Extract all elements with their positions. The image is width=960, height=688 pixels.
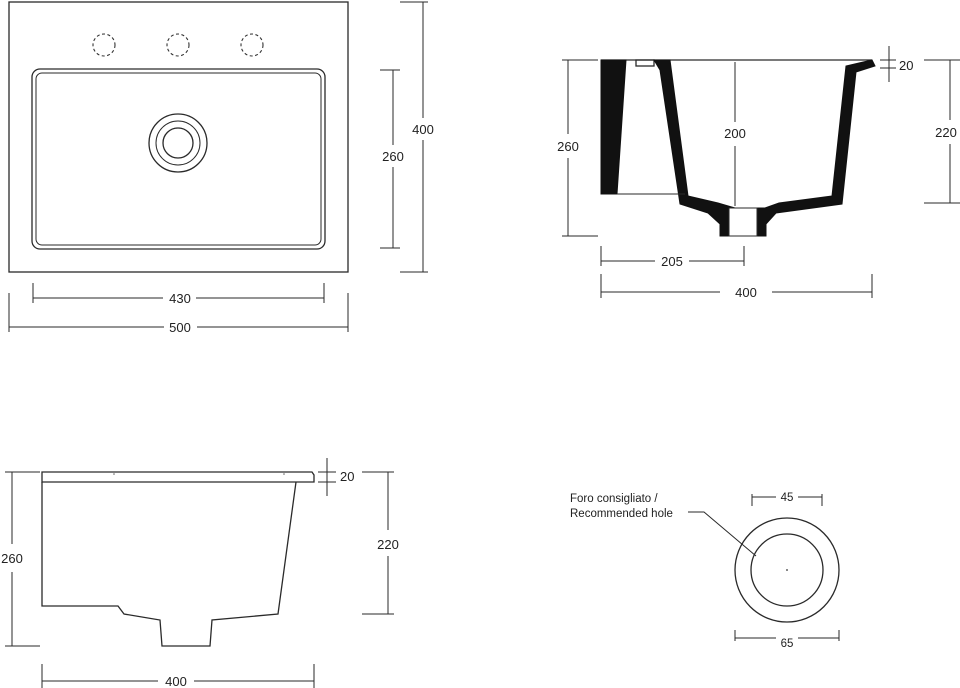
hole-label-line2: Recommended hole	[570, 508, 673, 520]
drain-ring-icon	[155, 120, 201, 166]
dim-section-rim: 20	[899, 58, 913, 73]
drain-inner-icon	[162, 127, 194, 159]
sink-outer-outline	[8, 1, 349, 273]
dim-side-rim: 20	[340, 469, 354, 484]
dim-section-half-width: 205	[661, 254, 683, 269]
hole-inner-circle-icon	[750, 533, 824, 607]
tap-hole-left-icon	[92, 33, 116, 57]
side-rim	[41, 471, 315, 483]
tap-hole-center-icon	[166, 33, 190, 57]
dim-hole-outer: 65	[781, 638, 794, 650]
dim-section-bowl-height: 220	[935, 125, 957, 140]
dim-outer-width: 500	[169, 320, 191, 335]
top-view: 430 500 260 400	[8, 1, 434, 335]
dim-inner-width: 430	[169, 291, 191, 306]
hole-detail: Foro consigliato / Recommended hole 45 6…	[570, 492, 840, 650]
dim-inner-height: 260	[382, 149, 404, 164]
section-left-wall	[600, 59, 627, 195]
dim-side-bowl-height: 220	[377, 537, 399, 552]
dim-outer-height: 400	[412, 122, 434, 137]
section-bowl-wall	[653, 59, 876, 237]
dim-inner-depth: 200	[724, 126, 746, 141]
basin-inner-outline	[35, 72, 322, 246]
hole-leader-line	[688, 511, 757, 557]
basin-outline	[31, 68, 326, 250]
side-view: 260 20 220 400	[1, 458, 399, 688]
tap-hole-right-icon	[240, 33, 264, 57]
side-body-outline	[41, 481, 297, 647]
hole-label-line1: Foro consigliato /	[570, 493, 658, 505]
drain-outer-icon	[148, 113, 208, 173]
dim-side-total-height: 260	[1, 551, 23, 566]
hole-outer-circle-icon	[734, 517, 840, 623]
section-view: 200 260 20 220 205 400	[557, 46, 960, 300]
dim-hole-inner: 45	[781, 492, 794, 504]
dim-section-total-height: 260	[557, 139, 579, 154]
dim-side-width: 400	[165, 674, 187, 688]
dim-section-width: 400	[735, 285, 757, 300]
